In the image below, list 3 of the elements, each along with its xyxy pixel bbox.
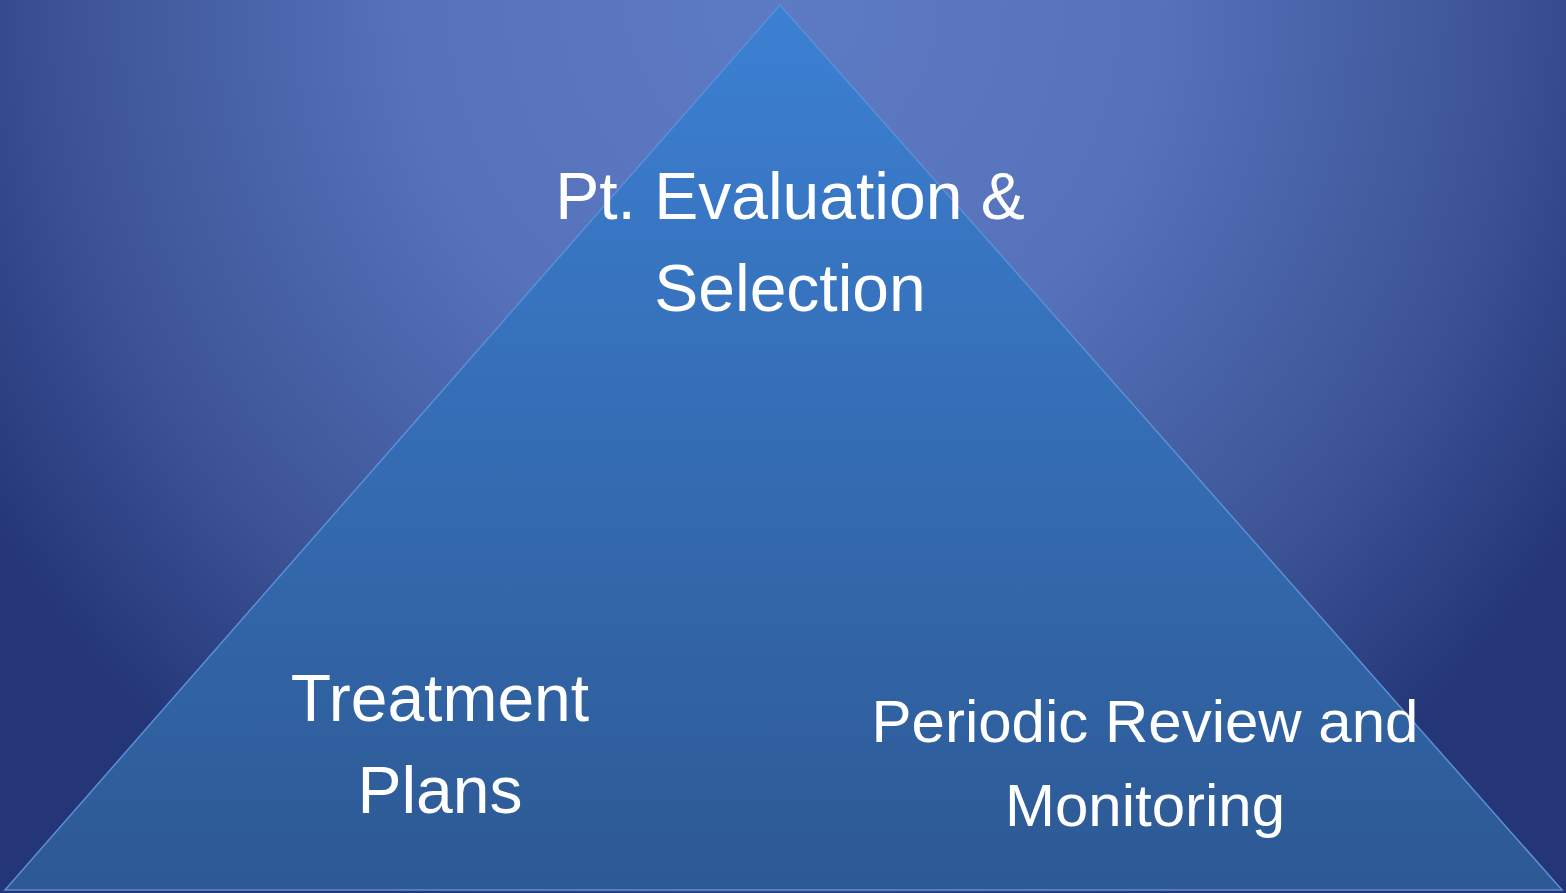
section-label: Treatment Plans — [289, 660, 591, 830]
section-label: Pt. Evaluation & Selection — [554, 158, 1026, 328]
section-label: Periodic Review and Monitoring — [870, 687, 1420, 841]
